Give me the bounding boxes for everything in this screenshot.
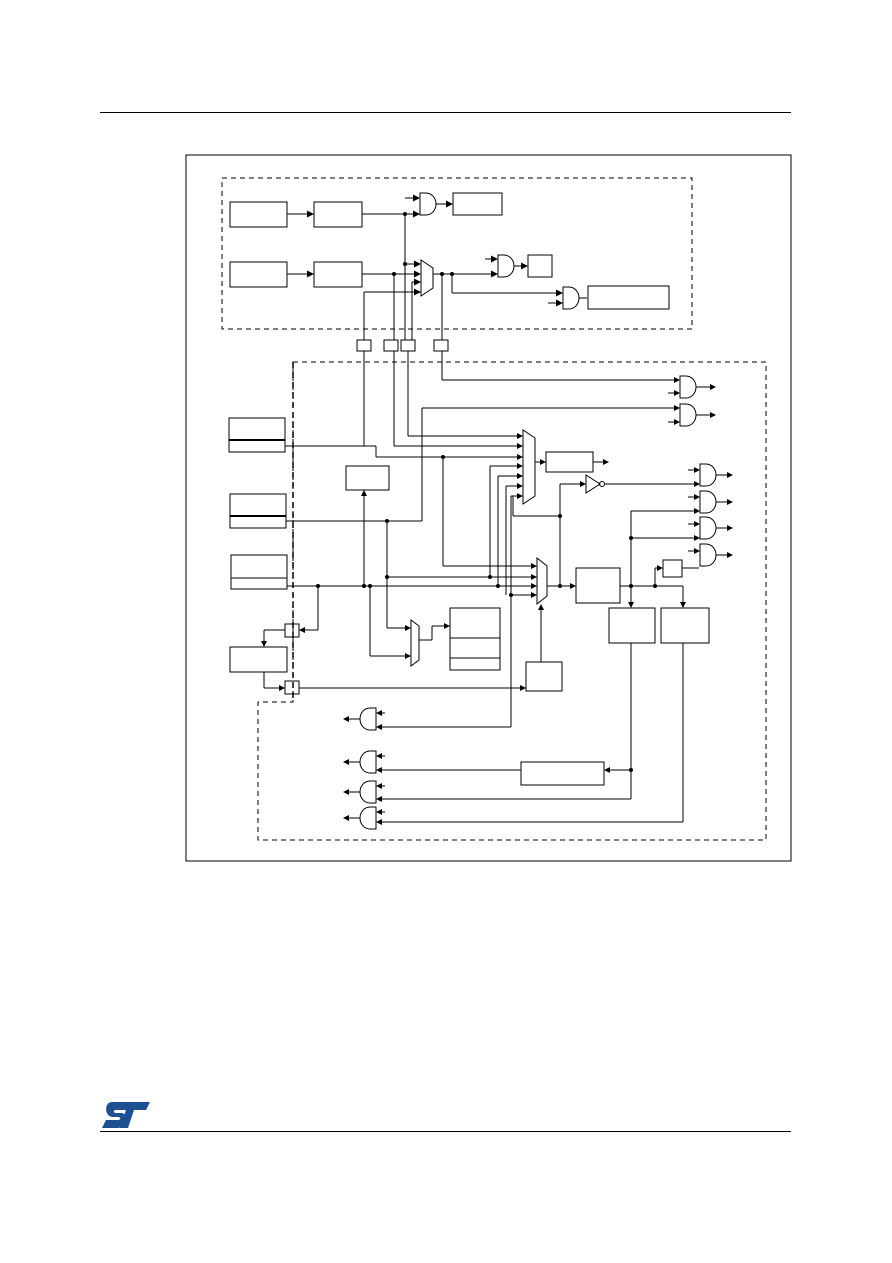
and-gate-icon (497, 254, 515, 278)
st-logo-icon (102, 1102, 150, 1128)
block-c7 (660, 607, 710, 644)
mux-icon (420, 259, 434, 297)
block-u2 (313, 201, 363, 228)
block-c8 (662, 559, 683, 578)
lower-dashed-region (257, 361, 767, 841)
boundary-pads (356, 339, 449, 352)
block-u6 (527, 254, 553, 278)
block-c2 (545, 451, 594, 473)
and-gate-icon (562, 286, 580, 310)
block-c6 (608, 607, 656, 644)
left-and-gates (359, 707, 377, 830)
footer-rule (100, 1131, 791, 1132)
lower-left-blocks (228, 417, 288, 673)
mux-icon (536, 556, 548, 606)
figure-frame (185, 154, 792, 862)
right-and-gates (679, 375, 717, 567)
block-u3 (229, 261, 288, 288)
block-u4 (313, 261, 363, 288)
block-c9 (520, 761, 605, 786)
mux-icon (410, 619, 420, 667)
pad-icon (284, 680, 300, 695)
junction-dots (316, 455, 657, 772)
pad-icon (284, 623, 300, 638)
block-u7 (587, 285, 670, 310)
block-c5 (525, 661, 563, 692)
upper-blocks (229, 192, 670, 310)
header-rule (100, 112, 791, 113)
block-u1 (229, 201, 288, 228)
junction-dots (392, 212, 454, 276)
block-c1 (345, 465, 390, 491)
mux-icon (522, 429, 536, 505)
block-c3 (575, 567, 621, 604)
inverter-icon (585, 474, 601, 494)
upper-dashed-region (221, 177, 693, 330)
and-gate-icon (419, 192, 437, 216)
block-u5 (452, 192, 503, 216)
block-c4 (449, 607, 501, 671)
